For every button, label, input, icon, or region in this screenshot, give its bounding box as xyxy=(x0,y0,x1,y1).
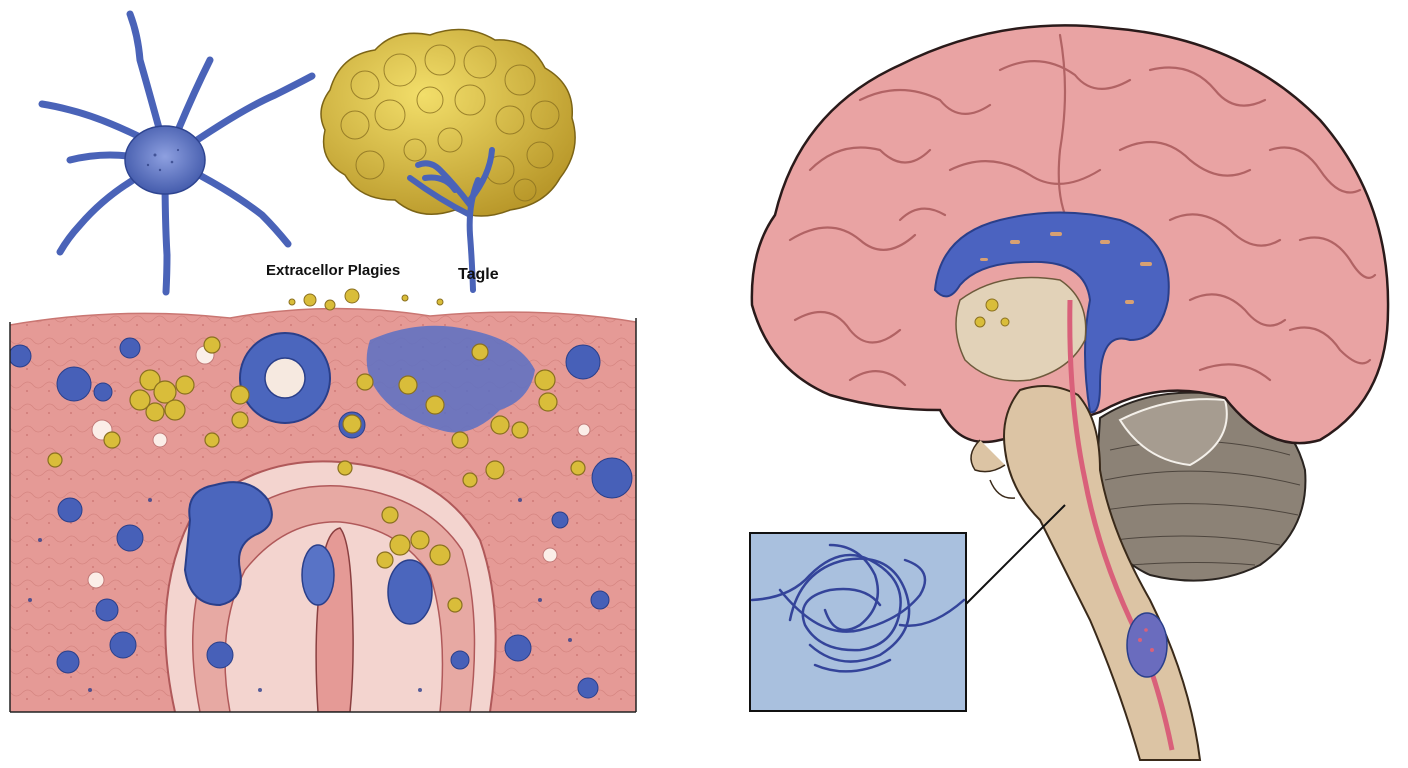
leader-line xyxy=(964,504,1066,606)
brain-sagittal xyxy=(750,24,1390,761)
tissue-section xyxy=(9,288,637,713)
neuron-cell xyxy=(38,10,316,296)
kidney-cell xyxy=(183,481,273,607)
tangle-inset xyxy=(749,532,967,712)
amyloid-plaque-cluster xyxy=(320,28,576,293)
medulla-lesion xyxy=(1126,612,1168,678)
plaques-label: Extracellor Plagies xyxy=(266,262,401,279)
tangle-label: Tagle xyxy=(458,266,499,283)
tangle-branches xyxy=(407,147,495,293)
ventricle xyxy=(933,211,1170,414)
